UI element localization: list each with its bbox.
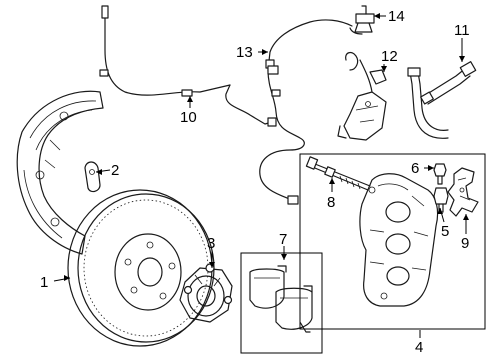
caliper-group-box — [299, 153, 486, 330]
brake-caliper — [359, 173, 439, 307]
callout-2: 2 — [111, 162, 119, 179]
hub-bearing — [179, 263, 233, 323]
callout-1: 1 — [40, 274, 48, 291]
callout-14: 14 — [388, 8, 405, 25]
bleeder-screw — [433, 163, 447, 185]
brake-pad-group-box — [240, 252, 323, 354]
callout-12: 12 — [381, 48, 398, 65]
guide-pin-bolt — [305, 156, 371, 191]
splash-shield — [16, 90, 104, 255]
brake-pads — [249, 265, 313, 333]
callout-10: 10 — [180, 109, 197, 126]
brake-hose — [407, 61, 477, 139]
callout-3: 3 — [207, 235, 215, 252]
callout-9: 9 — [461, 235, 469, 252]
callout-7: 7 — [279, 231, 287, 248]
callout-5: 5 — [441, 223, 449, 240]
callout-4: 4 — [415, 339, 423, 356]
callout-11: 11 — [454, 22, 470, 39]
callout-6: 6 — [411, 160, 419, 177]
bleeder-cap — [433, 187, 449, 213]
callout-8: 8 — [327, 194, 335, 211]
brake-rotor — [67, 189, 215, 347]
abs-sensor-harness — [259, 19, 353, 205]
callout-13: 13 — [236, 44, 253, 61]
anti-rattle-spring — [447, 167, 479, 217]
shield-bracket — [84, 161, 101, 193]
sensor-bracket — [337, 51, 387, 141]
abs-sensor — [349, 5, 375, 35]
pad-wear-sensor — [99, 5, 277, 127]
